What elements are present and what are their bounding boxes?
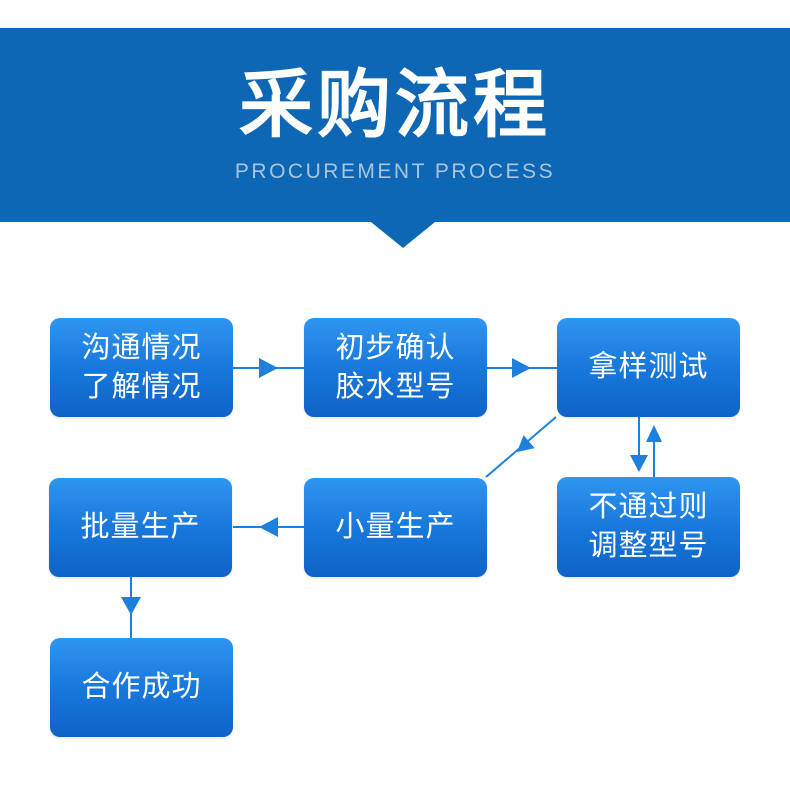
node-label-line: 调整型号 [588,530,709,562]
header-banner: 采购流程 PROCUREMENT PROCESS [0,28,790,222]
arrow-inquiry-to-confirm-model [232,358,305,378]
node-label-line: 初步确认 [335,331,456,364]
arrow-confirm-model-to-sample-test [487,358,557,378]
node-label-line: 批量生产 [80,511,201,543]
node-cooperation-success: 合作成功 [50,638,233,737]
node-inquiry: 沟通情况 了解情况 [50,318,233,417]
page-subtitle: PROCUREMENT PROCESS [234,160,556,183]
node-mass-production: 批量生产 [49,478,232,577]
node-label-line: 沟通情况 [81,331,202,364]
page-title: 采购流程 [239,63,551,146]
node-label-line: 拿样测试 [588,351,709,383]
node-sample-test: 拿样测试 [557,318,740,417]
node-label-line: 不通过则 [588,491,709,523]
arrow-sample-test-to-small-batch [485,416,557,478]
arrow-adjust-model-to-sample-test [646,425,662,478]
node-small-batch: 小量生产 [304,478,487,577]
node-confirm-model: 初步确认 胶水型号 [304,318,487,417]
arrow-mass-production-to-cooperation-success [121,577,141,638]
banner-pointer-triangle [371,222,435,248]
arrow-sample-test-to-adjust-model [630,417,648,472]
arrow-small-batch-to-mass-production [233,517,304,537]
node-label-line: 胶水型号 [335,370,456,403]
node-label-line: 小量生产 [335,511,456,543]
node-adjust-model: 不通过则 调整型号 [557,477,740,577]
node-label-line: 合作成功 [81,671,202,703]
node-label-line: 了解情况 [81,370,202,403]
